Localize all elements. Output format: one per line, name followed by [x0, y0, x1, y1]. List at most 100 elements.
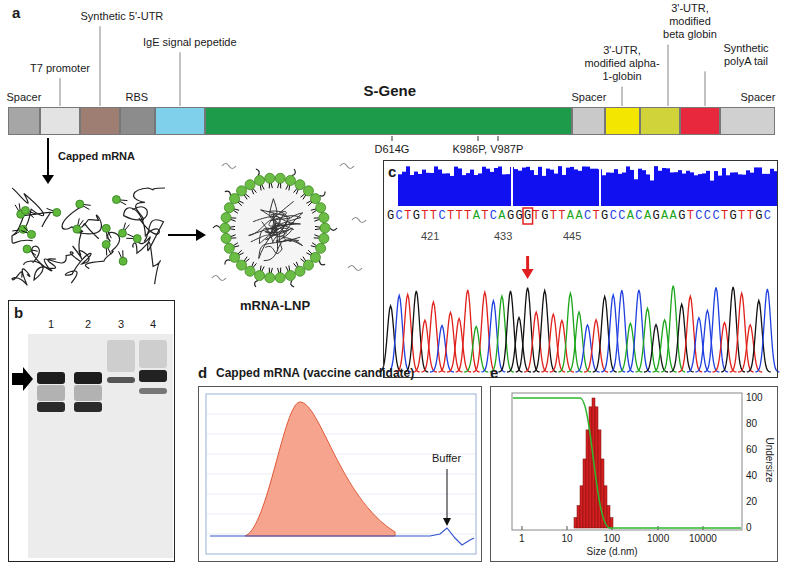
trace-peak — [713, 323, 737, 372]
gene-segment: S-Gene — [205, 107, 572, 135]
peg-chain — [213, 226, 220, 228]
cumulative-curve — [513, 398, 741, 528]
quality-bar — [694, 175, 698, 206]
lipid-head — [119, 257, 127, 265]
part-label: Synthetic polyA tail — [716, 42, 776, 68]
trace-peak — [447, 319, 471, 372]
lipid-head — [23, 245, 31, 253]
lipid-head — [245, 266, 255, 276]
base-letter: C — [712, 209, 721, 223]
peg-chain — [225, 260, 231, 265]
quality-bar — [674, 172, 678, 206]
arrow-head — [196, 229, 206, 241]
base-letter: A — [473, 209, 482, 223]
leader-line — [447, 469, 448, 519]
quality-bar — [514, 169, 518, 206]
leader-line — [668, 45, 669, 106]
quality-bar — [726, 175, 730, 206]
base-letter: C — [610, 209, 619, 223]
quality-bar — [406, 166, 410, 206]
leader-line — [100, 26, 101, 106]
quality-bar — [754, 167, 758, 206]
base-letter: G — [678, 209, 687, 223]
trace-peak — [687, 318, 711, 372]
trace-peak — [473, 292, 497, 372]
position-number: 433 — [494, 230, 512, 243]
quality-bar — [586, 167, 590, 206]
spacer-segment: Spacer — [8, 107, 40, 135]
elution-peak — [245, 402, 395, 536]
part-label: D614G — [375, 143, 410, 156]
quality-bar — [530, 170, 534, 206]
peg-chain — [291, 280, 294, 287]
lipid-head — [285, 175, 295, 185]
lipid-head — [265, 173, 275, 183]
position-number: 421 — [421, 230, 439, 243]
trace-peak — [730, 293, 754, 372]
leader-line — [60, 78, 61, 106]
chart-title: Capped mRNA (vaccine candidate) — [216, 366, 414, 380]
trace-peak — [387, 296, 411, 372]
quality-bar — [742, 175, 746, 206]
base-letter: A — [627, 209, 636, 223]
lipid-head — [230, 194, 240, 204]
grid-line — [207, 414, 475, 415]
arrow-head — [522, 269, 534, 279]
quality-bar — [642, 170, 646, 206]
quality-bar — [714, 171, 718, 206]
peak-label: Buffer — [432, 452, 461, 465]
quality-bar — [570, 167, 574, 206]
mrna-strand — [65, 251, 91, 284]
spacer-segment: Spacer — [572, 107, 605, 135]
gel-smear — [139, 340, 167, 368]
part-label: Spacer — [572, 91, 607, 104]
quality-bar — [574, 169, 578, 206]
trace-peak — [464, 327, 488, 373]
quality-bar — [650, 180, 654, 206]
rbs-segment: RBS — [120, 107, 155, 135]
quality-bar — [766, 174, 770, 206]
peg-chain — [330, 228, 337, 230]
quality-bar — [718, 176, 722, 206]
quality-bar — [402, 172, 406, 206]
lipid-head — [28, 230, 36, 238]
lipid-head — [320, 223, 330, 233]
base-letter: A — [498, 209, 507, 223]
lipid-head — [73, 225, 81, 233]
trace-peak — [481, 301, 505, 372]
mrna-strand — [134, 188, 165, 221]
panel-letter: d — [198, 364, 207, 382]
quality-bar — [470, 170, 474, 206]
peg-chain — [319, 260, 325, 264]
histogram-bar — [607, 506, 610, 528]
axis-label: 100 — [604, 533, 621, 545]
quality-bar — [630, 170, 634, 206]
process-arrow — [47, 138, 49, 176]
grid-line — [207, 434, 475, 435]
sequencing-panel: cGCTGTTCTTTATCAGGGTGTTAACTGCCACAGAAGTCCC… — [383, 160, 778, 378]
base-letter: G — [601, 209, 610, 223]
axis-label: 60 — [746, 444, 757, 456]
histogram-bar — [610, 518, 613, 528]
gel-band — [37, 372, 65, 384]
trace-peak — [430, 326, 454, 373]
base-letter: C — [396, 209, 405, 223]
quality-bar — [430, 173, 434, 206]
size-distribution-panel: e110100100010000Size (d.nm)020406080100U… — [490, 386, 778, 562]
quality-bar — [682, 174, 686, 206]
quality-bar — [534, 175, 538, 206]
lipid-head — [224, 203, 234, 213]
quality-bar — [558, 166, 562, 206]
lane-number: 4 — [150, 318, 156, 331]
quality-bar — [750, 173, 754, 206]
chart-frame — [512, 393, 742, 530]
quality-bar — [458, 168, 462, 206]
mutation-arrow — [526, 256, 529, 270]
mutation-tick — [478, 136, 479, 141]
lipid-head — [53, 208, 61, 216]
axis-label: 1000 — [647, 533, 669, 545]
base-letter: T — [533, 209, 542, 223]
mrna-strand — [44, 252, 80, 269]
gel-band — [74, 402, 102, 412]
arrow-head — [42, 175, 54, 184]
